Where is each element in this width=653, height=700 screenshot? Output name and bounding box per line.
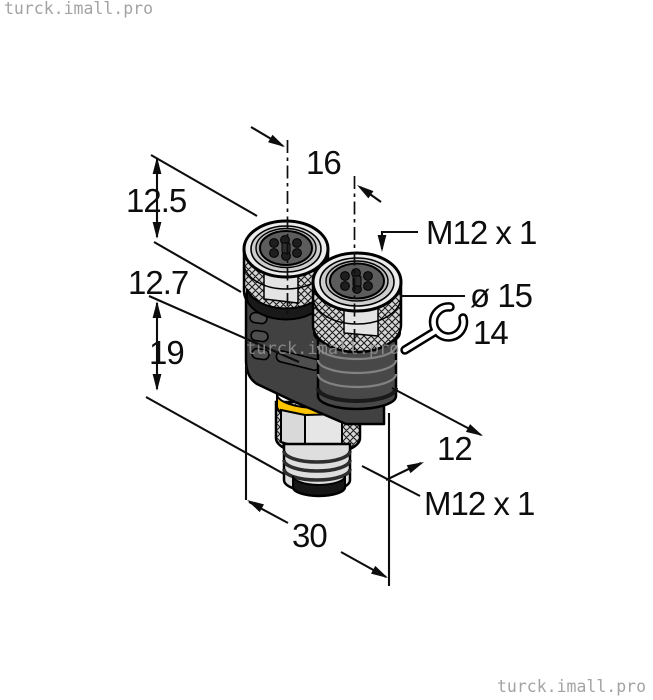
watermark-top-left: turck.imall.pro bbox=[4, 0, 154, 18]
body-rib-slot bbox=[250, 329, 269, 343]
arrowhead bbox=[268, 134, 285, 147]
body-rib-slot bbox=[251, 347, 270, 361]
arrowhead bbox=[377, 235, 387, 252]
cylinder-rib bbox=[316, 373, 398, 389]
arrowhead bbox=[152, 374, 162, 391]
wrench-size-label: 14 bbox=[473, 314, 509, 351]
female-connector-left bbox=[242, 219, 330, 321]
dim-12-line-upper bbox=[391, 387, 482, 436]
diameter-label: ø 15 bbox=[470, 277, 533, 314]
dim-label-30: 30 bbox=[292, 517, 328, 554]
thread-line bbox=[282, 459, 352, 473]
dim-label-16: 16 bbox=[306, 144, 342, 181]
extension-line bbox=[145, 396, 285, 475]
thread-line bbox=[282, 450, 352, 464]
male-tip-bottom-edge bbox=[291, 486, 347, 498]
arrowhead bbox=[357, 185, 374, 199]
extension-line bbox=[148, 295, 300, 363]
wrench-icon bbox=[400, 302, 469, 355]
dimension-lines bbox=[145, 126, 483, 586]
dim-label-12: 12 bbox=[437, 430, 473, 467]
thread-top-leader bbox=[380, 230, 418, 249]
arrowhead bbox=[406, 462, 424, 474]
arrowhead bbox=[152, 157, 162, 174]
extension-line bbox=[153, 241, 242, 293]
arrowhead bbox=[152, 222, 162, 239]
arrowhead bbox=[152, 301, 162, 318]
extension-line bbox=[150, 154, 258, 217]
watermark-center: turck.imall.pro bbox=[246, 339, 400, 359]
female-connector-right bbox=[311, 251, 403, 411]
cylinder-rib bbox=[316, 345, 398, 361]
cylinder-rib bbox=[316, 359, 398, 375]
nut-edge-line bbox=[312, 296, 402, 325]
thread-line bbox=[282, 468, 352, 482]
arrowhead bbox=[370, 565, 388, 578]
thread-bottom-leader bbox=[361, 465, 421, 497]
arrowhead bbox=[247, 500, 265, 513]
cylinder-bottom-band bbox=[316, 387, 398, 403]
thread-label-bottom: M12 x 1 bbox=[424, 485, 535, 522]
dim-label-19: 19 bbox=[149, 334, 185, 371]
dim-label-12-7: 12.7 bbox=[128, 264, 189, 301]
thread-label-top: M12 x 1 bbox=[426, 214, 537, 251]
dim-label-12-5: 12.5 bbox=[126, 182, 187, 219]
socket-holes-left bbox=[269, 235, 302, 261]
arrowhead bbox=[465, 424, 483, 436]
watermark-bottom-right: turck.imall.pro bbox=[497, 677, 647, 696]
